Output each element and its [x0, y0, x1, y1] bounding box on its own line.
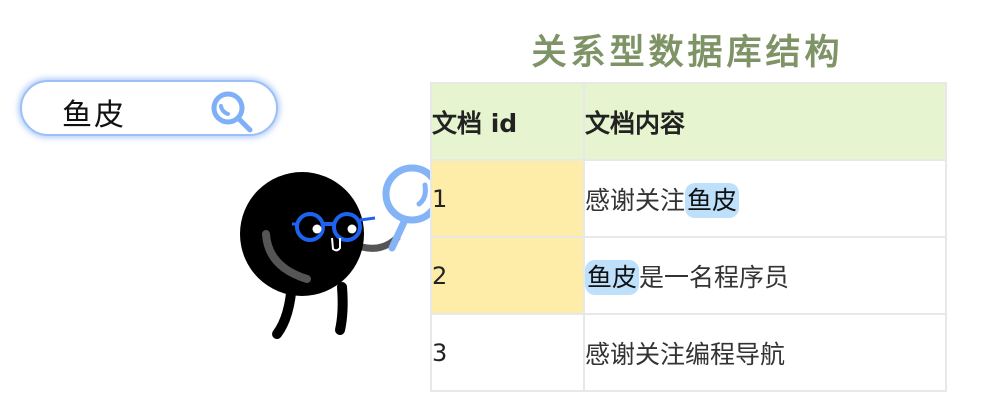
- content-text: 是一名程序员: [639, 262, 790, 292]
- table-header-row: 文档 id 文档内容: [430, 82, 947, 161]
- doc-id-cell: 3: [430, 313, 585, 392]
- column-header-id: 文档 id: [430, 82, 585, 161]
- diagram-title: 关系型数据库结构: [531, 33, 844, 73]
- table-row: 2 鱼皮是一名程序员: [430, 236, 947, 315]
- doc-id-cell: 1: [430, 159, 585, 238]
- table-row: 3 感谢关注编程导航: [430, 313, 947, 392]
- relational-table: 文档 id 文档内容 1 感谢关注鱼皮 2 鱼皮是一名程序员 3 感谢关注编程导…: [430, 82, 947, 392]
- search-box[interactable]: 鱼皮: [20, 80, 278, 136]
- content-text: 感谢关注编程导航: [585, 339, 786, 369]
- column-header-content: 文档内容: [583, 82, 947, 161]
- glasses-icon: [292, 212, 376, 242]
- doc-id-cell: 2: [430, 236, 585, 315]
- doc-content-cell: 感谢关注编程导航: [583, 313, 947, 392]
- mascot-illustration: [240, 164, 442, 339]
- doc-content-cell: 感谢关注鱼皮: [583, 159, 947, 238]
- keyword-highlight: 鱼皮: [685, 182, 740, 218]
- table-row: 1 感谢关注鱼皮: [430, 159, 947, 238]
- keyword-highlight: 鱼皮: [585, 259, 640, 295]
- mascot-body: [240, 172, 364, 296]
- content-text: 感谢关注: [585, 185, 686, 215]
- search-icon[interactable]: [208, 88, 256, 136]
- doc-content-cell: 鱼皮是一名程序员: [583, 236, 947, 315]
- search-input[interactable]: 鱼皮: [62, 98, 126, 133]
